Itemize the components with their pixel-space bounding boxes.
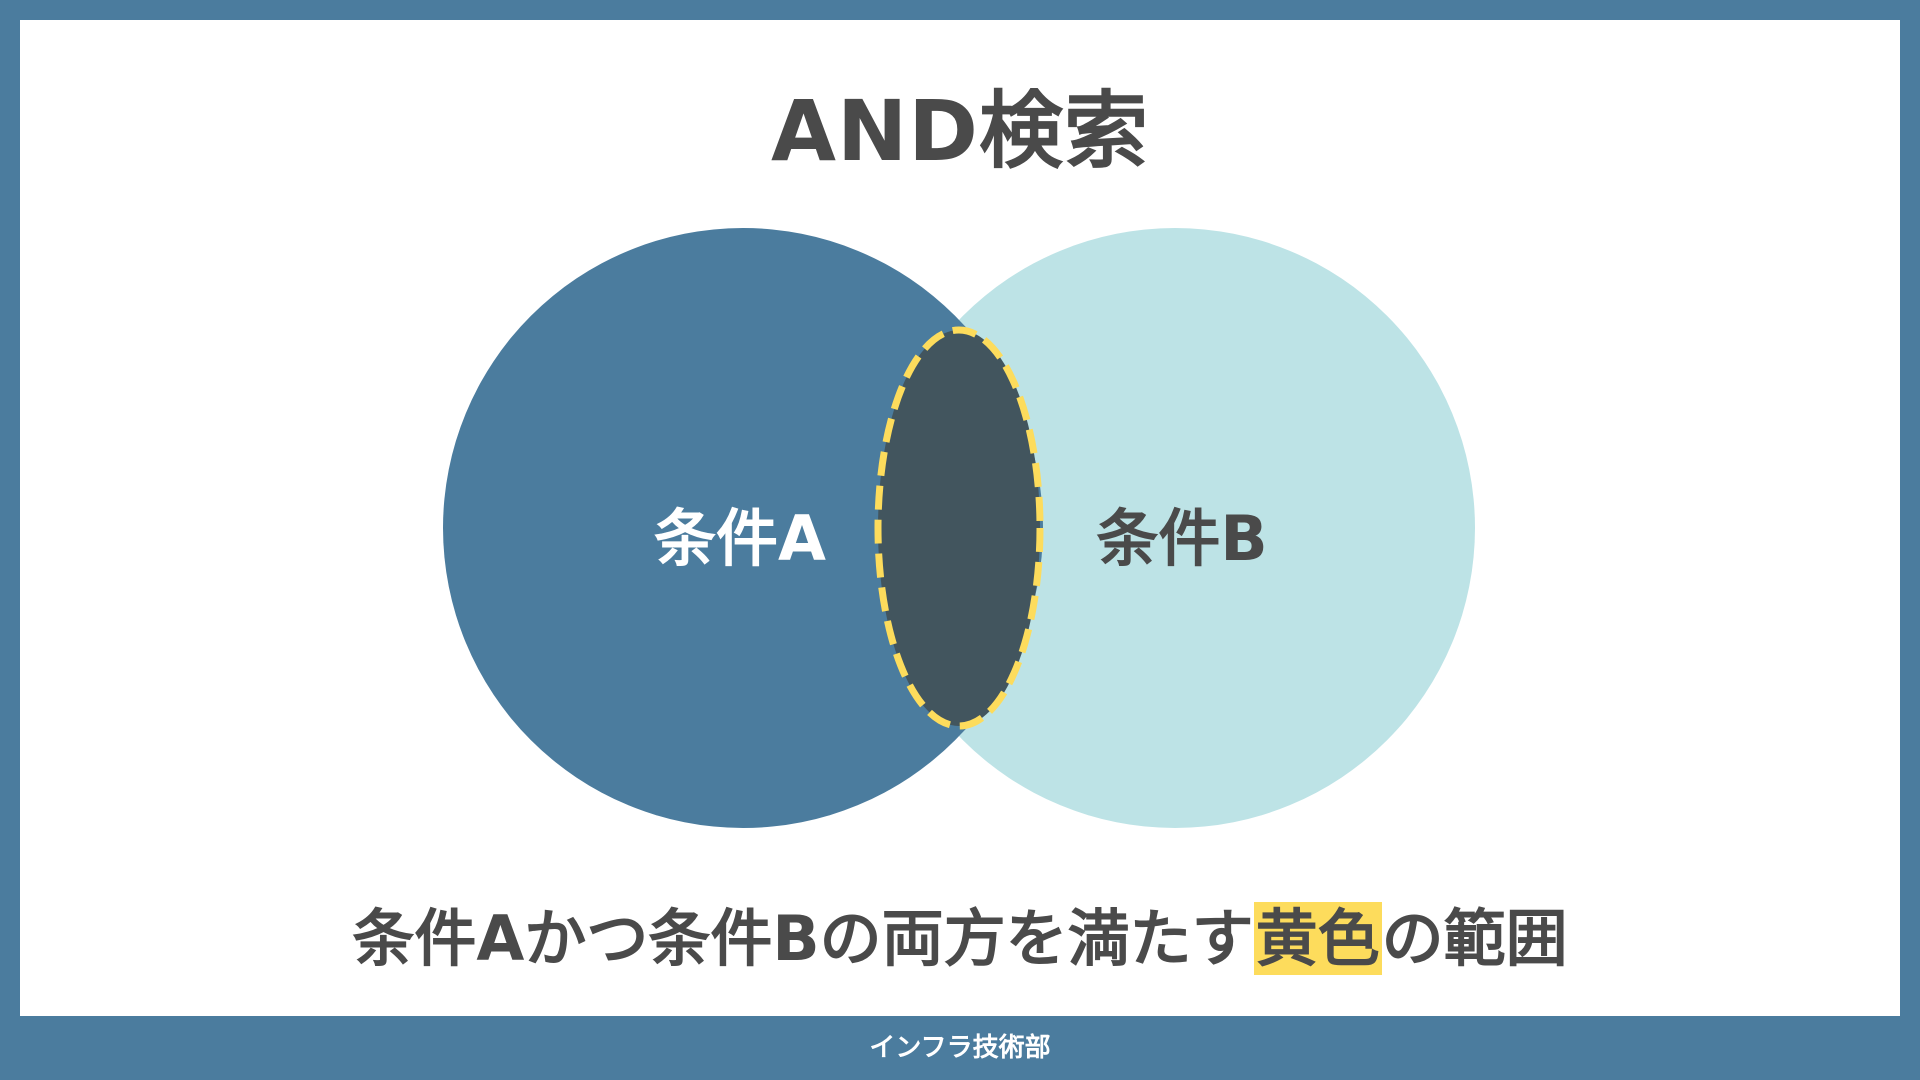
set-a-label: 条件A [654, 502, 826, 575]
set-b-circle [875, 228, 1475, 828]
footer-label: インフラ技術部 [869, 1033, 1051, 1063]
caption-text-end: の範囲 [1381, 902, 1568, 975]
caption: 条件Aかつ条件Bの両方を満たす黄色の範囲 [0, 888, 1920, 978]
caption-highlight: 黄色 [1253, 902, 1382, 975]
caption-text: 条件Aかつ条件Bの両方を満たす [352, 902, 1254, 975]
set-b-label: 条件B [1096, 502, 1267, 575]
page-title: AND検索 [770, 82, 1150, 180]
set-a-circle [443, 228, 1043, 828]
intersection-region [874, 326, 1044, 730]
